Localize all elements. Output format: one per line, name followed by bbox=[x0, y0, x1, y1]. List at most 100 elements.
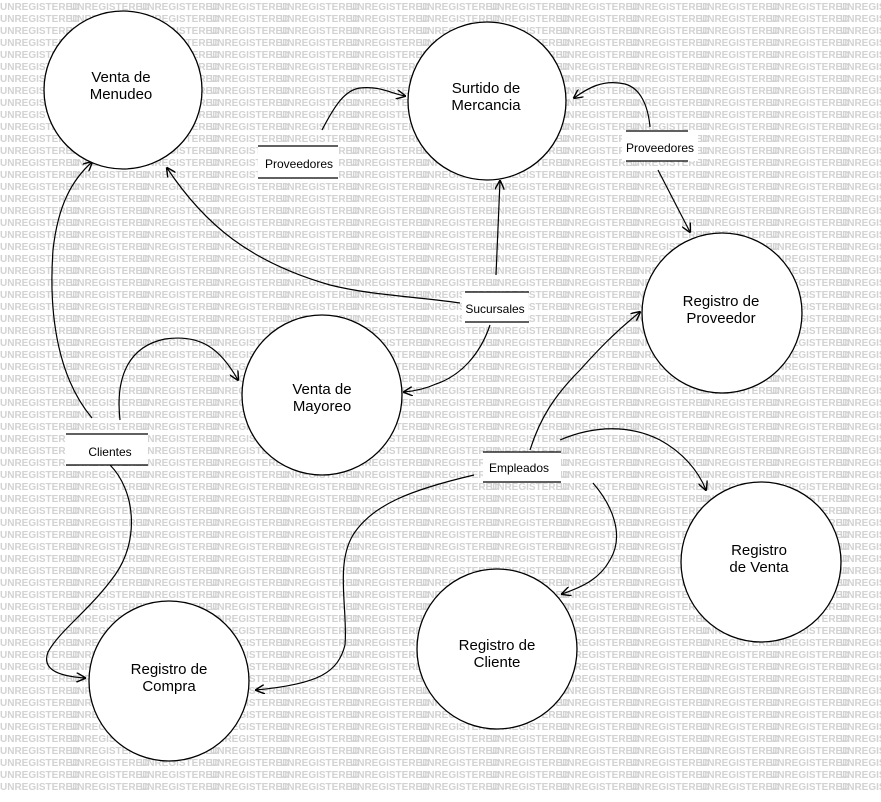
watermark-text: UNREGISTERED bbox=[140, 494, 219, 505]
watermark-text: UNREGISTERED bbox=[560, 362, 639, 373]
watermark-text: UNREGISTERED bbox=[210, 734, 289, 745]
watermark-text: UNREGISTERED bbox=[70, 374, 149, 385]
watermark-text: UNREGISTERED bbox=[490, 482, 569, 493]
watermark-text: UNREGISTERED bbox=[0, 518, 79, 529]
watermark-text: UNREGISTERED bbox=[560, 554, 639, 565]
watermark-text: UNREGISTERED bbox=[840, 650, 881, 661]
watermark-text: UNREGISTERED bbox=[770, 782, 849, 793]
watermark-text: UNREGISTERED bbox=[0, 146, 79, 157]
watermark-text: UNREGISTERED bbox=[210, 350, 289, 361]
watermark-text: UNREGISTERED bbox=[840, 566, 881, 577]
watermark-text: UNREGISTERED bbox=[630, 74, 709, 85]
watermark-text: UNREGISTERED bbox=[630, 2, 709, 13]
watermark-text: UNREGISTERED bbox=[280, 2, 359, 13]
watermark-text: UNREGISTERED bbox=[420, 722, 499, 733]
watermark-text: UNREGISTERED bbox=[350, 722, 429, 733]
watermark-text: UNREGISTERED bbox=[560, 626, 639, 637]
watermark-text: UNREGISTERED bbox=[210, 14, 289, 25]
watermark-text: UNREGISTERED bbox=[770, 254, 849, 265]
watermark-text: UNREGISTERED bbox=[420, 266, 499, 277]
watermark-text: UNREGISTERED bbox=[0, 434, 79, 445]
watermark-text: UNREGISTERED bbox=[420, 458, 499, 469]
watermark-text: UNREGISTERED bbox=[280, 38, 359, 49]
watermark-text: UNREGISTERED bbox=[840, 494, 881, 505]
watermark-text: UNREGISTERED bbox=[280, 50, 359, 61]
watermark-text: UNREGISTERED bbox=[770, 26, 849, 37]
watermark-text: UNREGISTERED bbox=[770, 74, 849, 85]
watermark-text: UNREGISTERED bbox=[560, 50, 639, 61]
watermark-text: UNREGISTERED bbox=[560, 674, 639, 685]
watermark-text: UNREGISTERED bbox=[350, 770, 429, 781]
watermark-text: UNREGISTERED bbox=[140, 14, 219, 25]
watermark-text: UNREGISTERED bbox=[350, 158, 429, 169]
watermark-text: UNREGISTERED bbox=[840, 470, 881, 481]
watermark-text: UNREGISTERED bbox=[560, 26, 639, 37]
watermark-text: UNREGISTERED bbox=[630, 14, 709, 25]
watermark-text: UNREGISTERED bbox=[840, 158, 881, 169]
watermark-text: UNREGISTERED bbox=[0, 314, 79, 325]
watermark-text: UNREGISTERED bbox=[210, 434, 289, 445]
watermark-text: UNREGISTERED bbox=[350, 734, 429, 745]
watermark-text: UNREGISTERED bbox=[0, 758, 79, 769]
watermark-text: UNREGISTERED bbox=[700, 674, 779, 685]
watermark-text: UNREGISTERED bbox=[0, 578, 79, 589]
watermark-text: UNREGISTERED bbox=[490, 374, 569, 385]
watermark-text: UNREGISTERED bbox=[560, 278, 639, 289]
watermark-text: UNREGISTERED bbox=[560, 194, 639, 205]
watermark-text: UNREGISTERED bbox=[420, 542, 499, 553]
watermark-text: UNREGISTERED bbox=[770, 362, 849, 373]
watermark-text: UNREGISTERED bbox=[140, 542, 219, 553]
watermark-text: UNREGISTERED bbox=[140, 242, 219, 253]
watermark-text: UNREGISTERED bbox=[280, 266, 359, 277]
watermark-text: UNREGISTERED bbox=[840, 758, 881, 769]
watermark-text: UNREGISTERED bbox=[350, 134, 429, 145]
watermark-text: UNREGISTERED bbox=[420, 398, 499, 409]
watermark-text: UNREGISTERED bbox=[0, 14, 79, 25]
watermark-text: UNREGISTERED bbox=[350, 170, 429, 181]
watermark-text: UNREGISTERED bbox=[210, 458, 289, 469]
process-label-line2: Mayoreo bbox=[293, 398, 351, 415]
watermark-text: UNREGISTERED bbox=[700, 218, 779, 229]
watermark-text: UNREGISTERED bbox=[560, 314, 639, 325]
watermark-text: UNREGISTERED bbox=[0, 626, 79, 637]
watermark-text: UNREGISTERED bbox=[490, 386, 569, 397]
watermark-text: UNREGISTERED bbox=[210, 62, 289, 73]
watermark-text: UNREGISTERED bbox=[560, 122, 639, 133]
watermark-text: UNREGISTERED bbox=[210, 638, 289, 649]
watermark-text: UNREGISTERED bbox=[140, 290, 219, 301]
watermark-text: UNREGISTERED bbox=[490, 422, 569, 433]
watermark-text: UNREGISTERED bbox=[280, 566, 359, 577]
watermark-text: UNREGISTERED bbox=[0, 530, 79, 541]
watermark-text: UNREGISTERED bbox=[280, 230, 359, 241]
watermark-text: UNREGISTERED bbox=[840, 638, 881, 649]
watermark-text: UNREGISTERED bbox=[210, 770, 289, 781]
watermark-text: UNREGISTERED bbox=[0, 590, 79, 601]
watermark-text: UNREGISTERED bbox=[840, 398, 881, 409]
watermark-text: UNREGISTERED bbox=[140, 782, 219, 793]
watermark-text: UNREGISTERED bbox=[0, 782, 79, 793]
watermark-text: UNREGISTERED bbox=[70, 470, 149, 481]
watermark-text: UNREGISTERED bbox=[700, 710, 779, 721]
watermark-text: UNREGISTERED bbox=[770, 170, 849, 181]
watermark-text: UNREGISTERED bbox=[350, 710, 429, 721]
watermark-text: UNREGISTERED bbox=[350, 182, 429, 193]
watermark-text: UNREGISTERED bbox=[770, 722, 849, 733]
watermark-text: UNREGISTERED bbox=[140, 386, 219, 397]
watermark-text: UNREGISTERED bbox=[490, 182, 569, 193]
watermark-text: UNREGISTERED bbox=[840, 746, 881, 757]
watermark-text: UNREGISTERED bbox=[0, 338, 79, 349]
watermark-text: UNREGISTERED bbox=[420, 410, 499, 421]
watermark-text: UNREGISTERED bbox=[70, 770, 149, 781]
watermark-text: UNREGISTERED bbox=[560, 206, 639, 217]
watermark-text: UNREGISTERED bbox=[630, 770, 709, 781]
watermark-text: UNREGISTERED bbox=[630, 122, 709, 133]
watermark-text: UNREGISTERED bbox=[770, 698, 849, 709]
watermark-text: UNREGISTERED bbox=[700, 26, 779, 37]
watermark-text: UNREGISTERED bbox=[140, 410, 219, 421]
watermark-text: UNREGISTERED bbox=[70, 362, 149, 373]
watermark-text: UNREGISTERED bbox=[70, 278, 149, 289]
watermark-text: UNREGISTERED bbox=[280, 782, 359, 793]
watermark-text: UNREGISTERED bbox=[210, 242, 289, 253]
watermark-text: UNREGISTERED bbox=[840, 254, 881, 265]
watermark-text: UNREGISTERED bbox=[700, 470, 779, 481]
